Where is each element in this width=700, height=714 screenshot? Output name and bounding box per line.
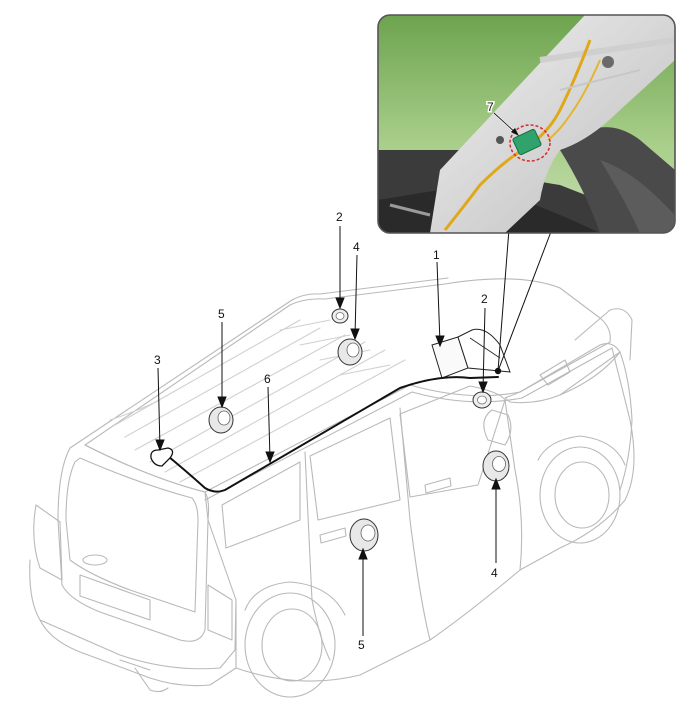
inset-detail-photo: 7 [377, 14, 676, 234]
rear-lamp-right [207, 584, 233, 641]
rear-speaker-roof [208, 406, 234, 434]
hood [559, 351, 633, 491]
callout-numbers: 1 2 2 3 4 4 5 5 6 [154, 210, 498, 652]
tweeter-speaker-front-door [472, 391, 492, 409]
callout-3: 3 [154, 353, 161, 367]
roof-rail-right [204, 347, 613, 501]
antenna-connector [512, 128, 542, 156]
rear-quarter-window [221, 461, 301, 549]
wheel-front [537, 435, 626, 544]
leader-lines [155, 226, 553, 636]
callout-2-front: 2 [481, 292, 488, 306]
rear-lamp-left [33, 504, 63, 581]
callout-7: 7 [487, 100, 494, 114]
vehicle-outline [29, 277, 635, 698]
callout-5-door: 5 [358, 638, 365, 652]
rear-hatch [57, 444, 210, 642]
wheel-rear [244, 581, 346, 698]
front-door-speaker [482, 450, 510, 482]
rear-bumper [29, 559, 237, 670]
callout-4-roof: 4 [353, 240, 360, 254]
tweeter-speaker-roof [331, 308, 349, 324]
roof-ribs [109, 319, 406, 483]
roof-wiring-harness [162, 376, 499, 493]
rear-door-window [309, 417, 401, 521]
callout-2-roof: 2 [336, 210, 343, 224]
roof-rail-left [69, 277, 449, 449]
callout-6: 6 [264, 372, 271, 386]
callout-1: 1 [433, 248, 440, 262]
rear-door-speaker [349, 518, 379, 552]
body-side [204, 347, 635, 682]
callout-5-roof: 5 [218, 307, 225, 321]
callout-4-door: 4 [491, 566, 498, 580]
rear-harness-connector [150, 447, 174, 467]
highlight-ring [509, 124, 551, 162]
rear-window [65, 457, 199, 613]
front-speaker-roof [337, 338, 363, 366]
side-mirror [483, 409, 512, 446]
inset-frame [377, 14, 676, 234]
